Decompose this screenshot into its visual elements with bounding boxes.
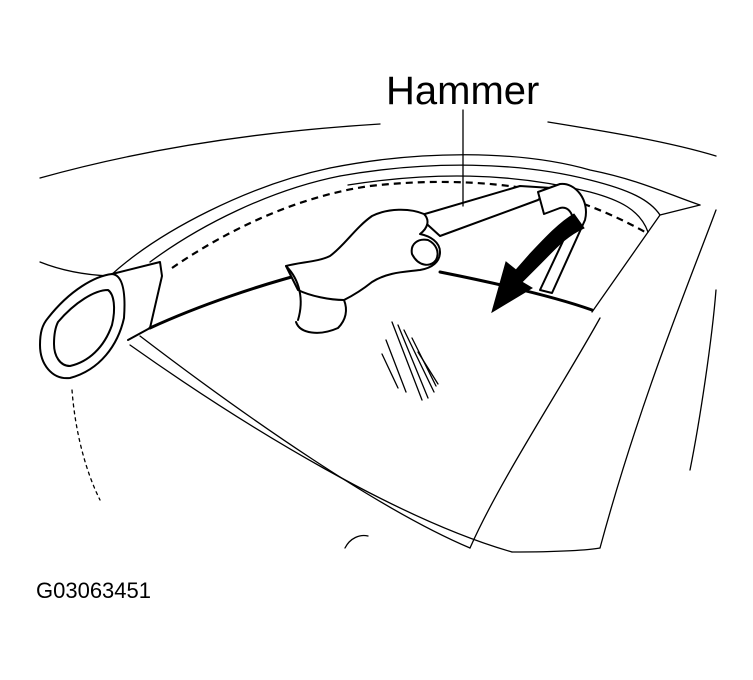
molding-lower [347,175,649,233]
direction-arrow-icon [491,213,585,314]
frame-right-outer [599,209,717,549]
frame-right-inner [469,317,601,549]
figure-id: G03063451 [36,578,151,603]
thumb [410,238,439,266]
forearm [285,265,347,334]
hood-line [511,547,601,553]
mirror-base [111,261,163,341]
glass-reflection-hatching [381,321,439,401]
molding-inner [339,164,661,216]
a-pillar-outer [109,167,331,277]
roof-edge-right [547,121,717,157]
body-edge-right [689,289,717,471]
cowl-line [129,344,513,553]
hand [285,208,441,301]
frame-right-post [591,204,701,313]
roof-line [39,123,381,179]
glass-bottom-edge [139,335,471,549]
molding-outer [329,154,701,206]
hood-edge-left [39,261,111,277]
mirror-inner [53,289,116,367]
hammer-label: Hammer [386,69,540,113]
body-curve-left [71,389,101,501]
hammer-handle [417,185,553,237]
door-edge-hint [344,534,369,549]
hammer-blade [537,182,587,294]
a-pillar-inner [149,175,341,263]
mirror-outer [39,273,126,380]
glass-top-edge [148,270,312,330]
